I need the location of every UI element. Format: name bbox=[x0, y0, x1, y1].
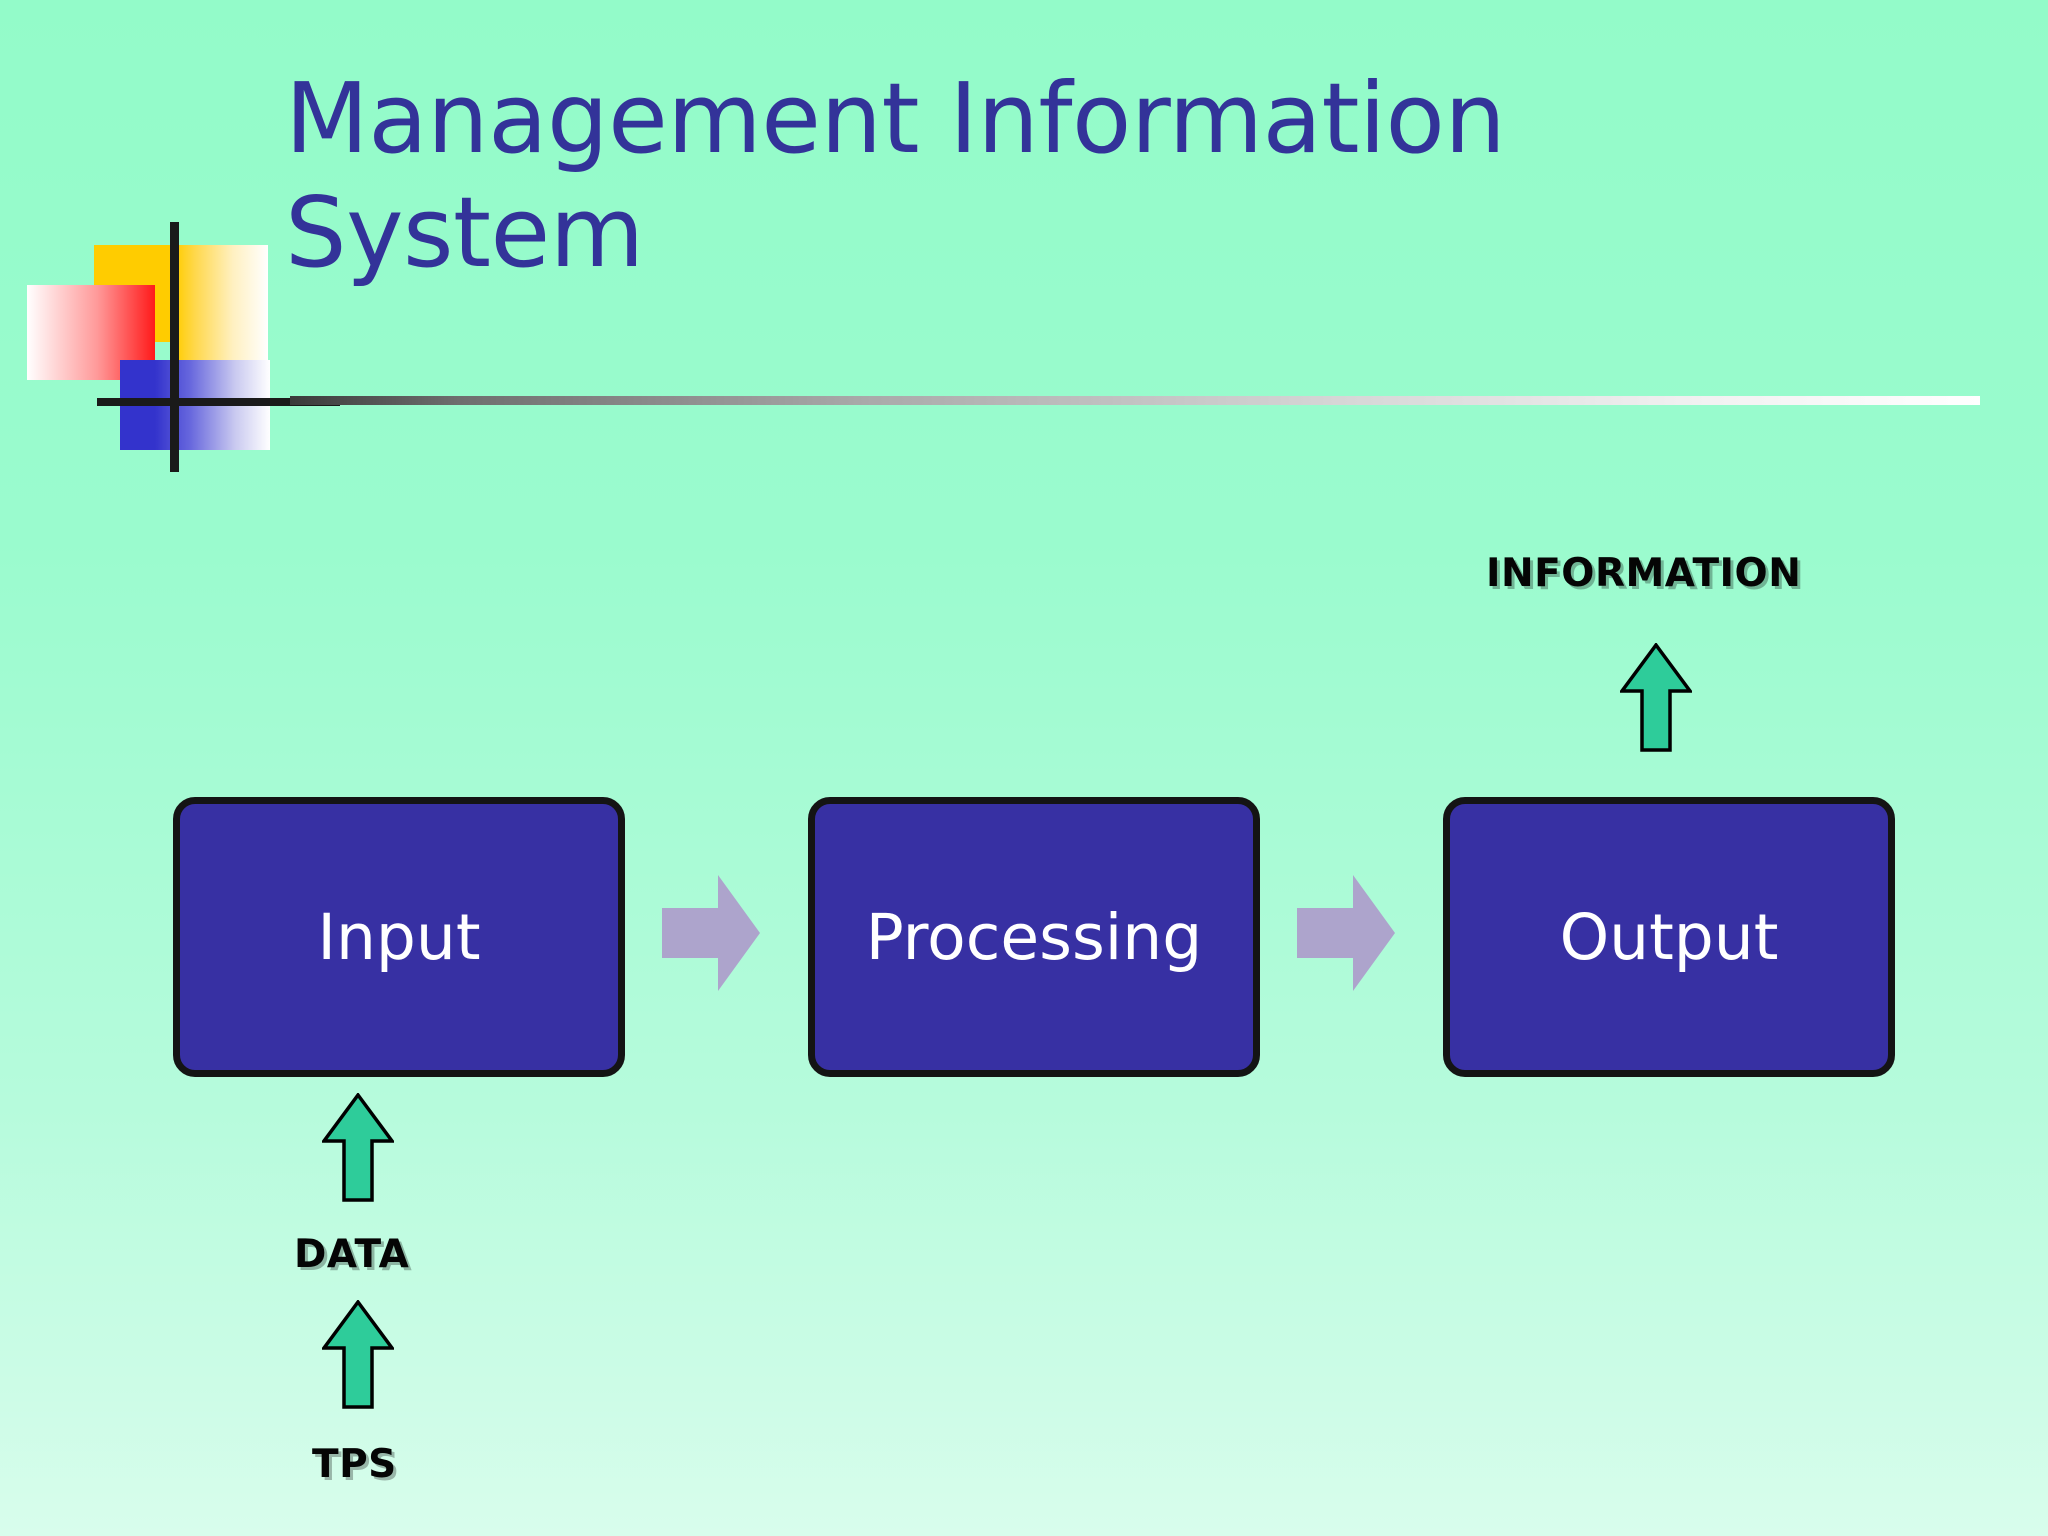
page-title: Management Information System bbox=[285, 62, 1506, 290]
logo-horizontal-line bbox=[97, 398, 340, 406]
label-tps: TPS bbox=[312, 1442, 397, 1487]
process-box-output[interactable]: Output bbox=[1443, 797, 1895, 1077]
label-information: INFORMATION bbox=[1486, 551, 1802, 596]
arrow-up-icon-information bbox=[1620, 643, 1692, 753]
process-box-output-label: Output bbox=[1559, 900, 1779, 974]
process-box-processing[interactable]: Processing bbox=[808, 797, 1260, 1077]
process-box-input[interactable]: Input bbox=[173, 797, 625, 1077]
arrow-right-icon-processing-to-output bbox=[1297, 875, 1395, 991]
arrow-right-icon-input-to-processing bbox=[662, 875, 760, 991]
logo-vertical-line bbox=[170, 222, 179, 472]
process-box-input-label: Input bbox=[317, 900, 481, 974]
label-data: DATA bbox=[294, 1232, 410, 1277]
arrow-up-icon-tps bbox=[322, 1300, 394, 1410]
title-underline bbox=[290, 396, 1980, 405]
arrow-up-icon-data bbox=[322, 1093, 394, 1203]
decorative-squares-logo bbox=[0, 200, 340, 472]
process-box-processing-label: Processing bbox=[865, 900, 1203, 974]
